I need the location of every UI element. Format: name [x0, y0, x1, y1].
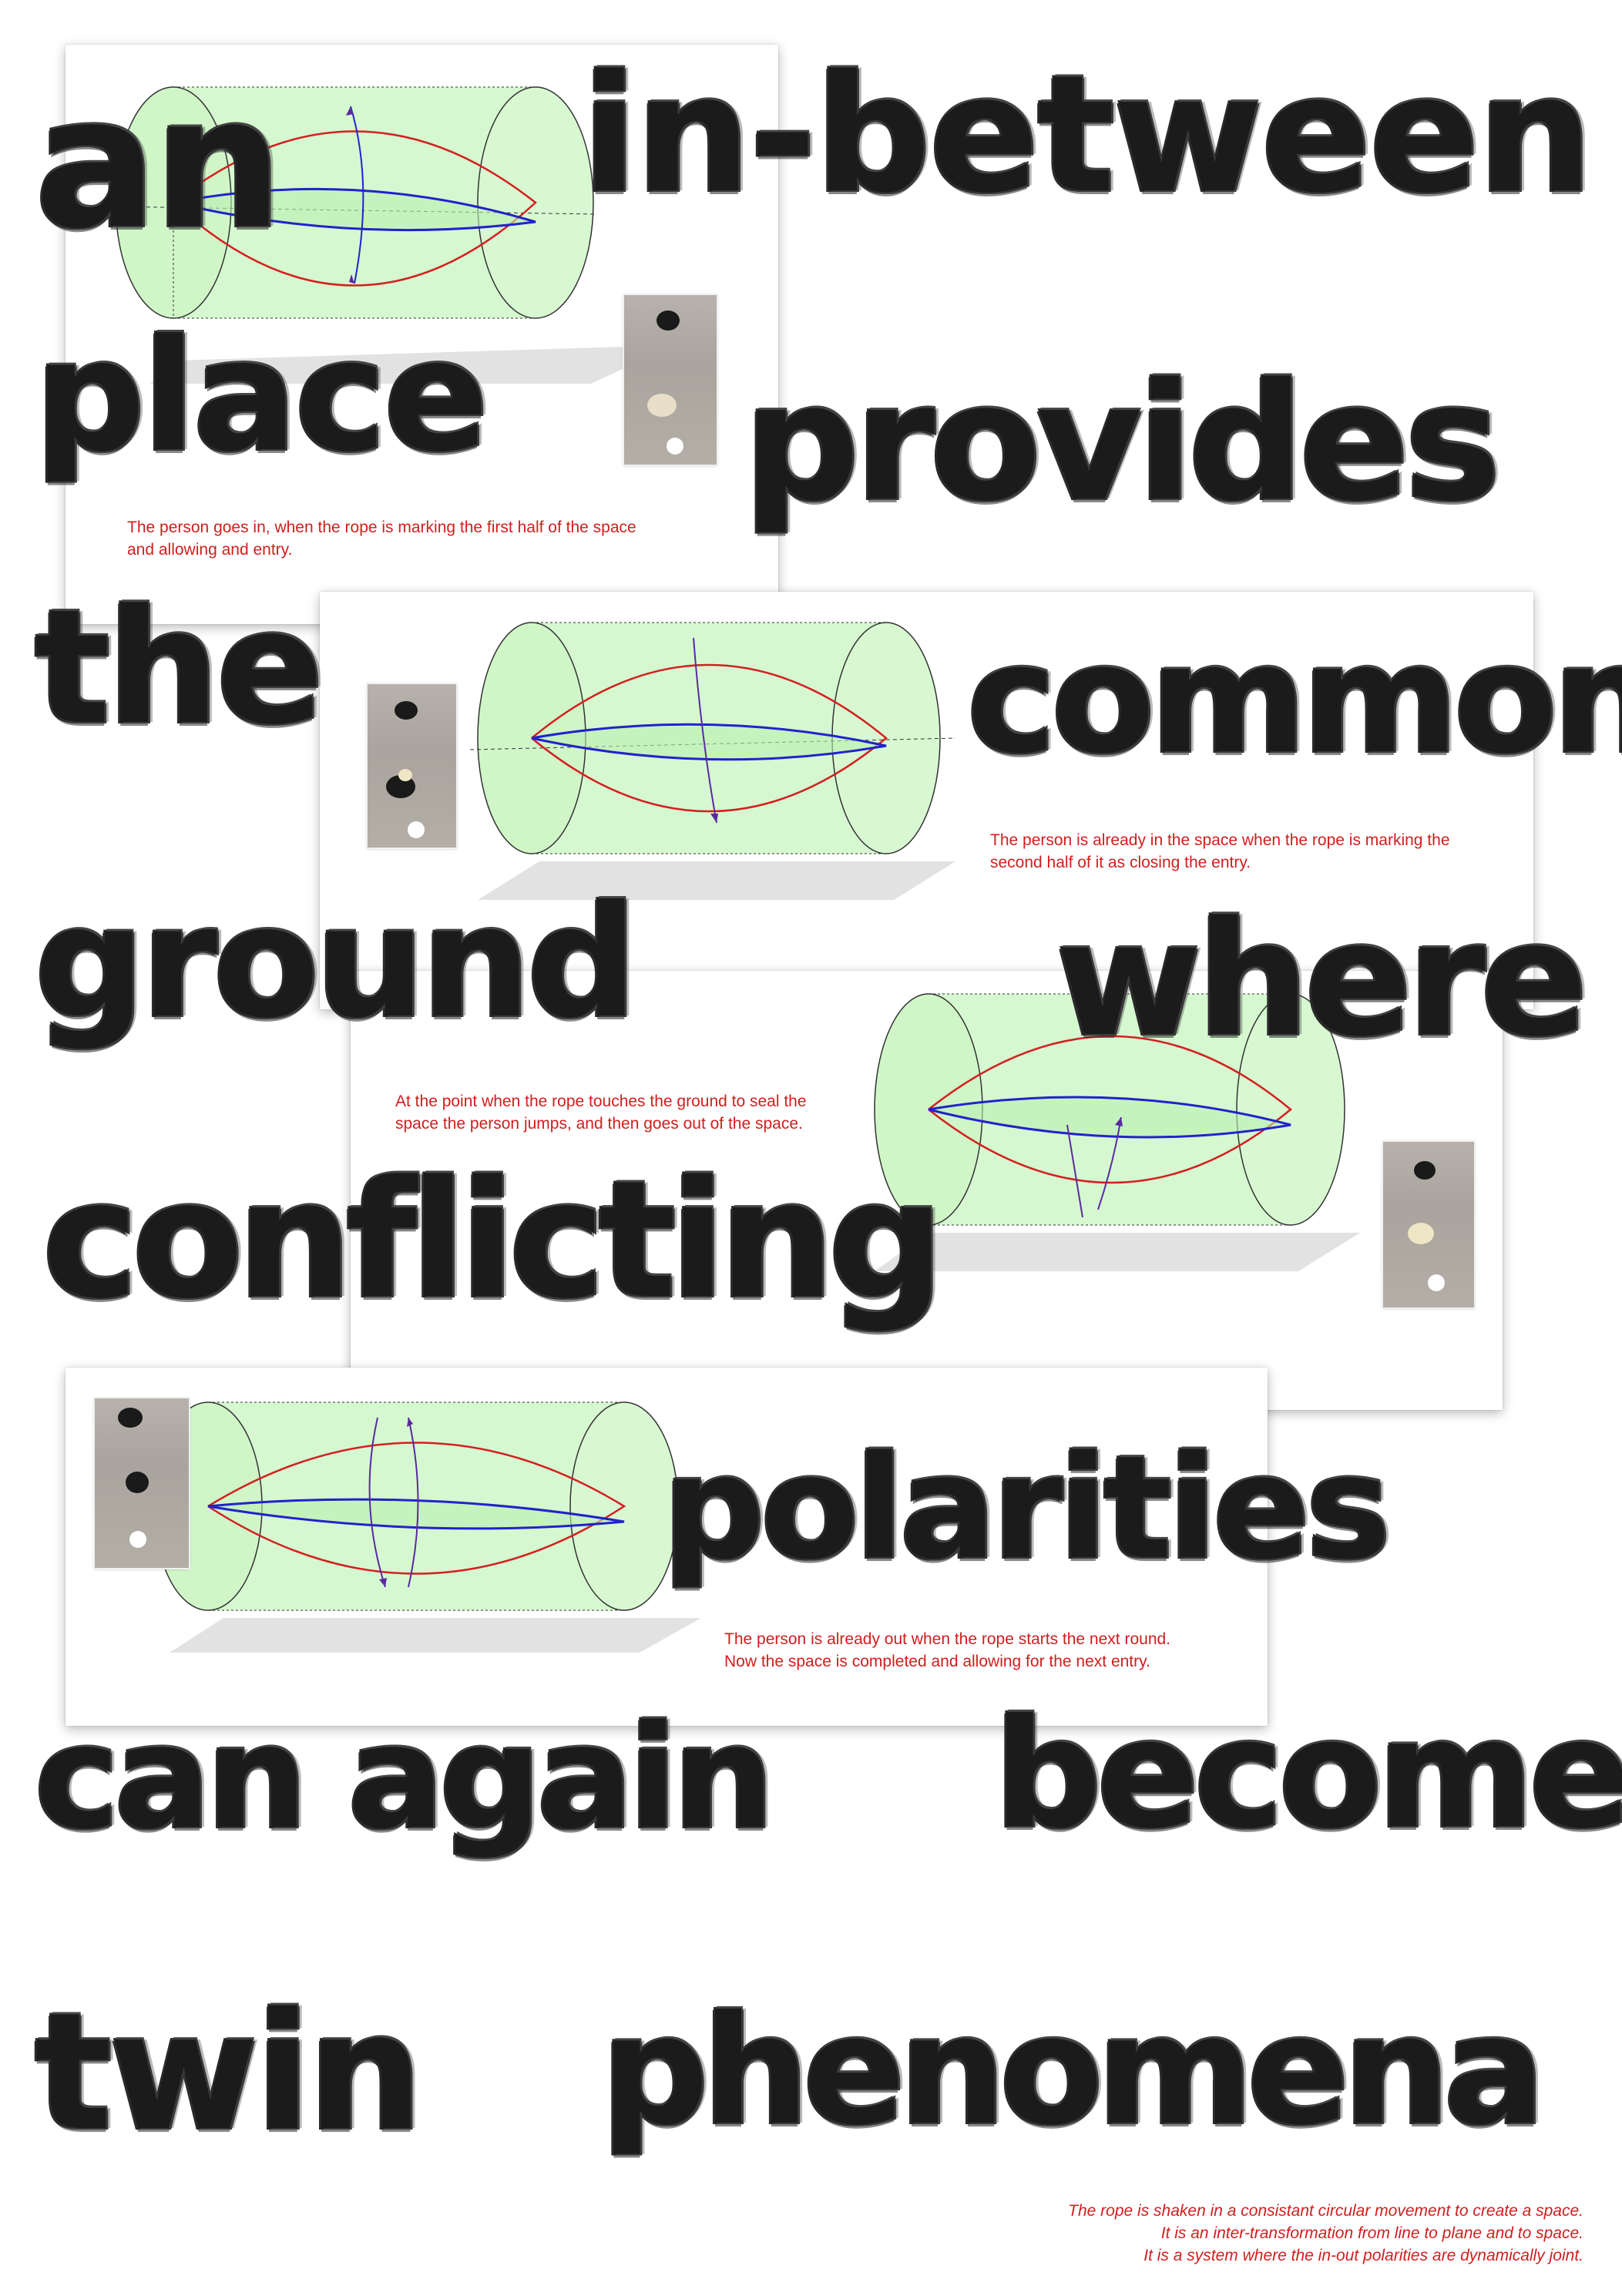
footer-line: It is an inter-transformation from line … — [1160, 2224, 1583, 2242]
word-an: an — [35, 59, 283, 269]
diagram-panel-4: The person is already out when the rope … — [65, 1368, 1268, 1726]
rope-space-diagram — [162, 1401, 701, 1653]
word-can-again: can again — [35, 1694, 774, 1861]
panel-caption: The person is already in the space when … — [990, 831, 1450, 871]
overhead-photo — [95, 1398, 189, 1568]
overhead-photo — [1383, 1142, 1474, 1307]
overhead-photo — [368, 684, 456, 848]
word-provides: provides — [744, 348, 1501, 537]
panel-caption: The person is already out when the rope … — [724, 1630, 1171, 1670]
overhead-photo — [624, 295, 717, 465]
word-conflicting: conflicting — [42, 1146, 944, 1334]
word-common: common — [967, 612, 1622, 787]
footer-description: The rope is shaken in a consistant circu… — [890, 2200, 1583, 2267]
word-in-between: in-between — [582, 40, 1593, 229]
word-twin: twin — [35, 1978, 423, 2167]
word-the: the — [35, 576, 324, 760]
word-become: become — [994, 1687, 1622, 1861]
diagram-panel-1: The person goes in, when the rope is mar… — [65, 45, 778, 624]
word-phenomena: phenomena — [601, 1983, 1545, 2158]
panel-caption: At the point when the rope touches the g… — [395, 1093, 807, 1133]
rope-space-diagram — [111, 86, 674, 384]
diagram-panel-2: The person is already in the space when … — [320, 592, 1533, 1009]
word-where: where — [1056, 888, 1587, 1072]
word-place: place — [35, 307, 489, 486]
word-ground: ground — [35, 873, 637, 1052]
panel-caption: The person goes in, when the rope is mar… — [127, 519, 636, 559]
rope-space-diagram — [874, 993, 1360, 1271]
footer-line: The rope is shaken in a consistant circu… — [1068, 2202, 1583, 2220]
word-polarities: polarities — [663, 1425, 1391, 1591]
rope-space-diagram — [469, 622, 956, 900]
diagram-panel-3: At the point when the rope touches the g… — [351, 971, 1503, 1410]
footer-line: It is a system where the in-out polariti… — [1143, 2247, 1583, 2264]
